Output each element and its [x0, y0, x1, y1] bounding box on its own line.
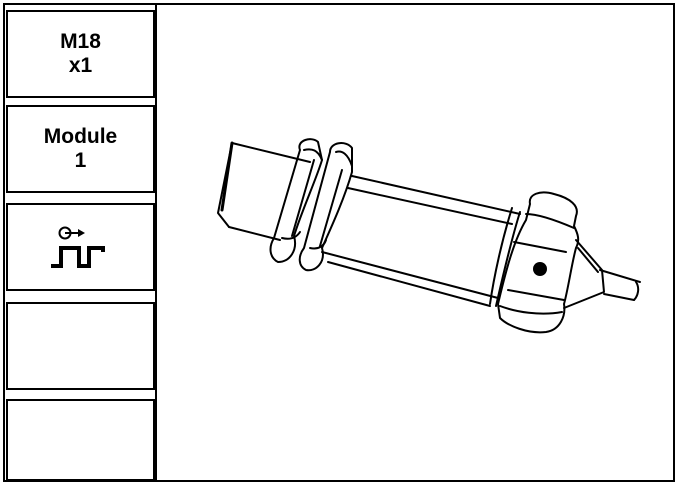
pulse-output-icon	[50, 226, 105, 268]
size-button[interactable]: M18 x1	[6, 10, 155, 98]
size-label-line2: x1	[68, 54, 93, 77]
cable-bottom	[603, 293, 635, 301]
empty-slot-2[interactable]	[6, 399, 155, 481]
sensor-body-bottom	[228, 226, 281, 241]
nut-rear	[298, 142, 353, 272]
strain-relief	[563, 239, 605, 309]
panel-frame	[3, 3, 675, 482]
output-mode-button[interactable]	[6, 203, 155, 291]
cable-top	[599, 269, 641, 283]
size-label-line1: M18	[60, 30, 101, 53]
module-label-line2: 1	[74, 149, 87, 172]
nut-front	[269, 138, 323, 263]
sidebar	[4, 4, 157, 480]
led-indicator	[533, 262, 547, 276]
hex-housing	[497, 191, 580, 334]
empty-slot-1[interactable]	[6, 302, 155, 390]
module-label-line1: Module	[43, 125, 118, 148]
module-button[interactable]: Module 1	[6, 105, 155, 193]
sensor-drawing	[217, 138, 641, 334]
thread-bottom-edge	[321, 251, 499, 299]
thread-top-edge	[351, 175, 521, 215]
